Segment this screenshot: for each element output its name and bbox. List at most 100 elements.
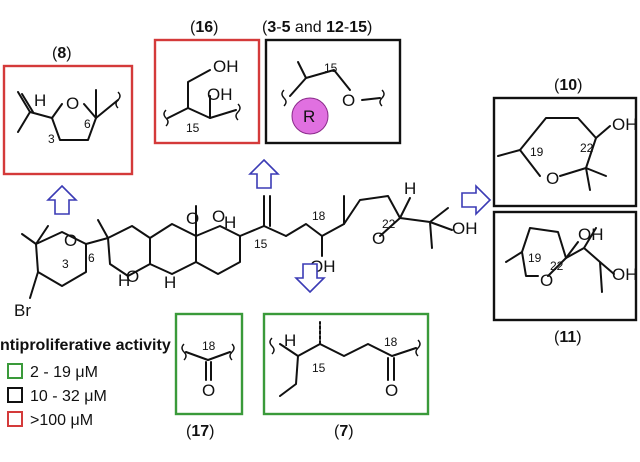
squiggle-left	[269, 337, 275, 355]
legend-item-green: 2 - 19 μM	[30, 364, 98, 381]
box-border-red	[2, 64, 134, 176]
arrow-right-10-11	[461, 184, 492, 216]
label-c18: 18	[312, 209, 326, 223]
atom-h-3: H	[224, 213, 236, 232]
ring-d	[195, 205, 241, 275]
box-compound-17: (17) O 18	[174, 312, 244, 440]
atom-o-4: O	[212, 207, 225, 226]
terminal-carbinol	[399, 207, 453, 249]
atom-o: O	[342, 91, 355, 110]
atom-o: O	[546, 169, 559, 188]
label-c22: 22	[382, 217, 396, 231]
atom-oh-2: OH	[612, 265, 638, 284]
legend-title: ntiproliferative activity	[0, 337, 171, 354]
squiggle-right	[235, 103, 241, 121]
atom-o-2: O	[126, 267, 139, 286]
box-compound-16: (16) OH OH 15	[153, 19, 261, 145]
carbonyl-double-bond	[387, 357, 395, 381]
ketone-chain	[185, 351, 231, 361]
atom-oh-terminal: OH	[452, 219, 478, 238]
thf-o	[521, 251, 539, 277]
h-bond-22	[399, 197, 411, 219]
thf-main	[343, 195, 401, 237]
legend-swatch-green	[7, 363, 23, 379]
arrows	[46, 158, 492, 294]
legend-item-black: 10 - 32 μM	[30, 388, 107, 405]
arrow-up-16	[248, 158, 280, 189]
squiggle	[115, 91, 121, 109]
thf-ring-o	[51, 103, 63, 119]
thf-bonds	[289, 69, 351, 97]
exo-methylene	[263, 195, 271, 227]
main-molecule: Br O O O O O H H H H OH OH 3 6 15 18 22	[14, 179, 478, 320]
label-c22: 22	[550, 259, 564, 273]
box-border-black	[492, 96, 638, 208]
label-c15: 15	[312, 361, 326, 375]
thp-ring-a	[35, 231, 87, 287]
caption-7: (7)	[334, 423, 354, 440]
thp-ring	[519, 117, 597, 177]
box-compound-8: (8) O H 3 6	[2, 45, 134, 176]
box-compound-7: (7) H O 15 18	[262, 312, 430, 440]
atom-o: O	[66, 94, 79, 113]
legend: ntiproliferative activity 2 - 19 μM 10 -…	[0, 337, 171, 429]
atom-o-3: O	[186, 209, 199, 228]
atom-h: H	[284, 331, 296, 350]
chain-bond	[95, 99, 119, 119]
legend-swatch-red	[7, 411, 23, 427]
methyl	[297, 61, 307, 79]
arrow-up-8	[46, 184, 78, 215]
methyls	[585, 167, 607, 191]
label-c6: 6	[84, 117, 91, 131]
box-compounds-3-5-12-15: (3-5 and 12-15) R O 15	[262, 19, 402, 145]
squiggle-left	[163, 109, 169, 127]
chain-a	[239, 225, 287, 237]
label-c3: 3	[48, 132, 55, 146]
box-border-green	[174, 312, 244, 416]
oh-bond	[565, 241, 579, 259]
atom-o-5: O	[372, 229, 385, 248]
label-c19: 19	[530, 145, 544, 159]
double-bond	[21, 93, 34, 113]
atom-oh-1: OH	[213, 57, 239, 76]
box-border-black	[264, 38, 402, 145]
atom-o: O	[202, 381, 215, 400]
chain-b	[285, 223, 323, 237]
squiggle-right	[229, 343, 235, 361]
side-chain	[565, 227, 615, 293]
caption-16: (16)	[190, 19, 218, 36]
atom-h-4: H	[404, 179, 416, 198]
atom-h: H	[34, 91, 46, 110]
label-c22: 22	[580, 141, 594, 155]
legend-item-red: >100 μM	[30, 412, 93, 429]
thf-ring	[29, 103, 97, 141]
thp-ring-2	[519, 149, 541, 177]
box-border-black	[492, 210, 638, 322]
thf-ring	[505, 227, 567, 277]
c6-link	[85, 219, 109, 245]
atom-o: O	[385, 381, 398, 400]
label-c6: 6	[88, 251, 95, 265]
label-c19: 19	[528, 251, 542, 265]
caption-8: (8)	[52, 45, 72, 62]
box-border-red	[153, 38, 261, 145]
atom-br: Br	[14, 301, 31, 320]
atom-r: R	[303, 107, 315, 126]
caption-17: (17)	[186, 423, 214, 440]
box-compound-11: (11) OH OH O 19 22	[492, 210, 638, 346]
box-border-green	[262, 312, 430, 416]
atom-h-2: H	[164, 273, 176, 292]
atom-h-1: H	[118, 271, 130, 290]
label-c15: 15	[254, 237, 268, 251]
atom-oh-1: OH	[578, 225, 604, 244]
caption-3-5-12-15: (3-5 and 12-15)	[262, 19, 372, 36]
gem-dimethyl	[21, 225, 49, 245]
label-c18: 18	[384, 335, 398, 349]
legend-swatch-black	[7, 387, 23, 403]
atom-o: O	[540, 271, 553, 290]
atom-oh: OH	[612, 115, 638, 134]
label-c18: 18	[202, 339, 216, 353]
label-c3: 3	[62, 257, 69, 271]
